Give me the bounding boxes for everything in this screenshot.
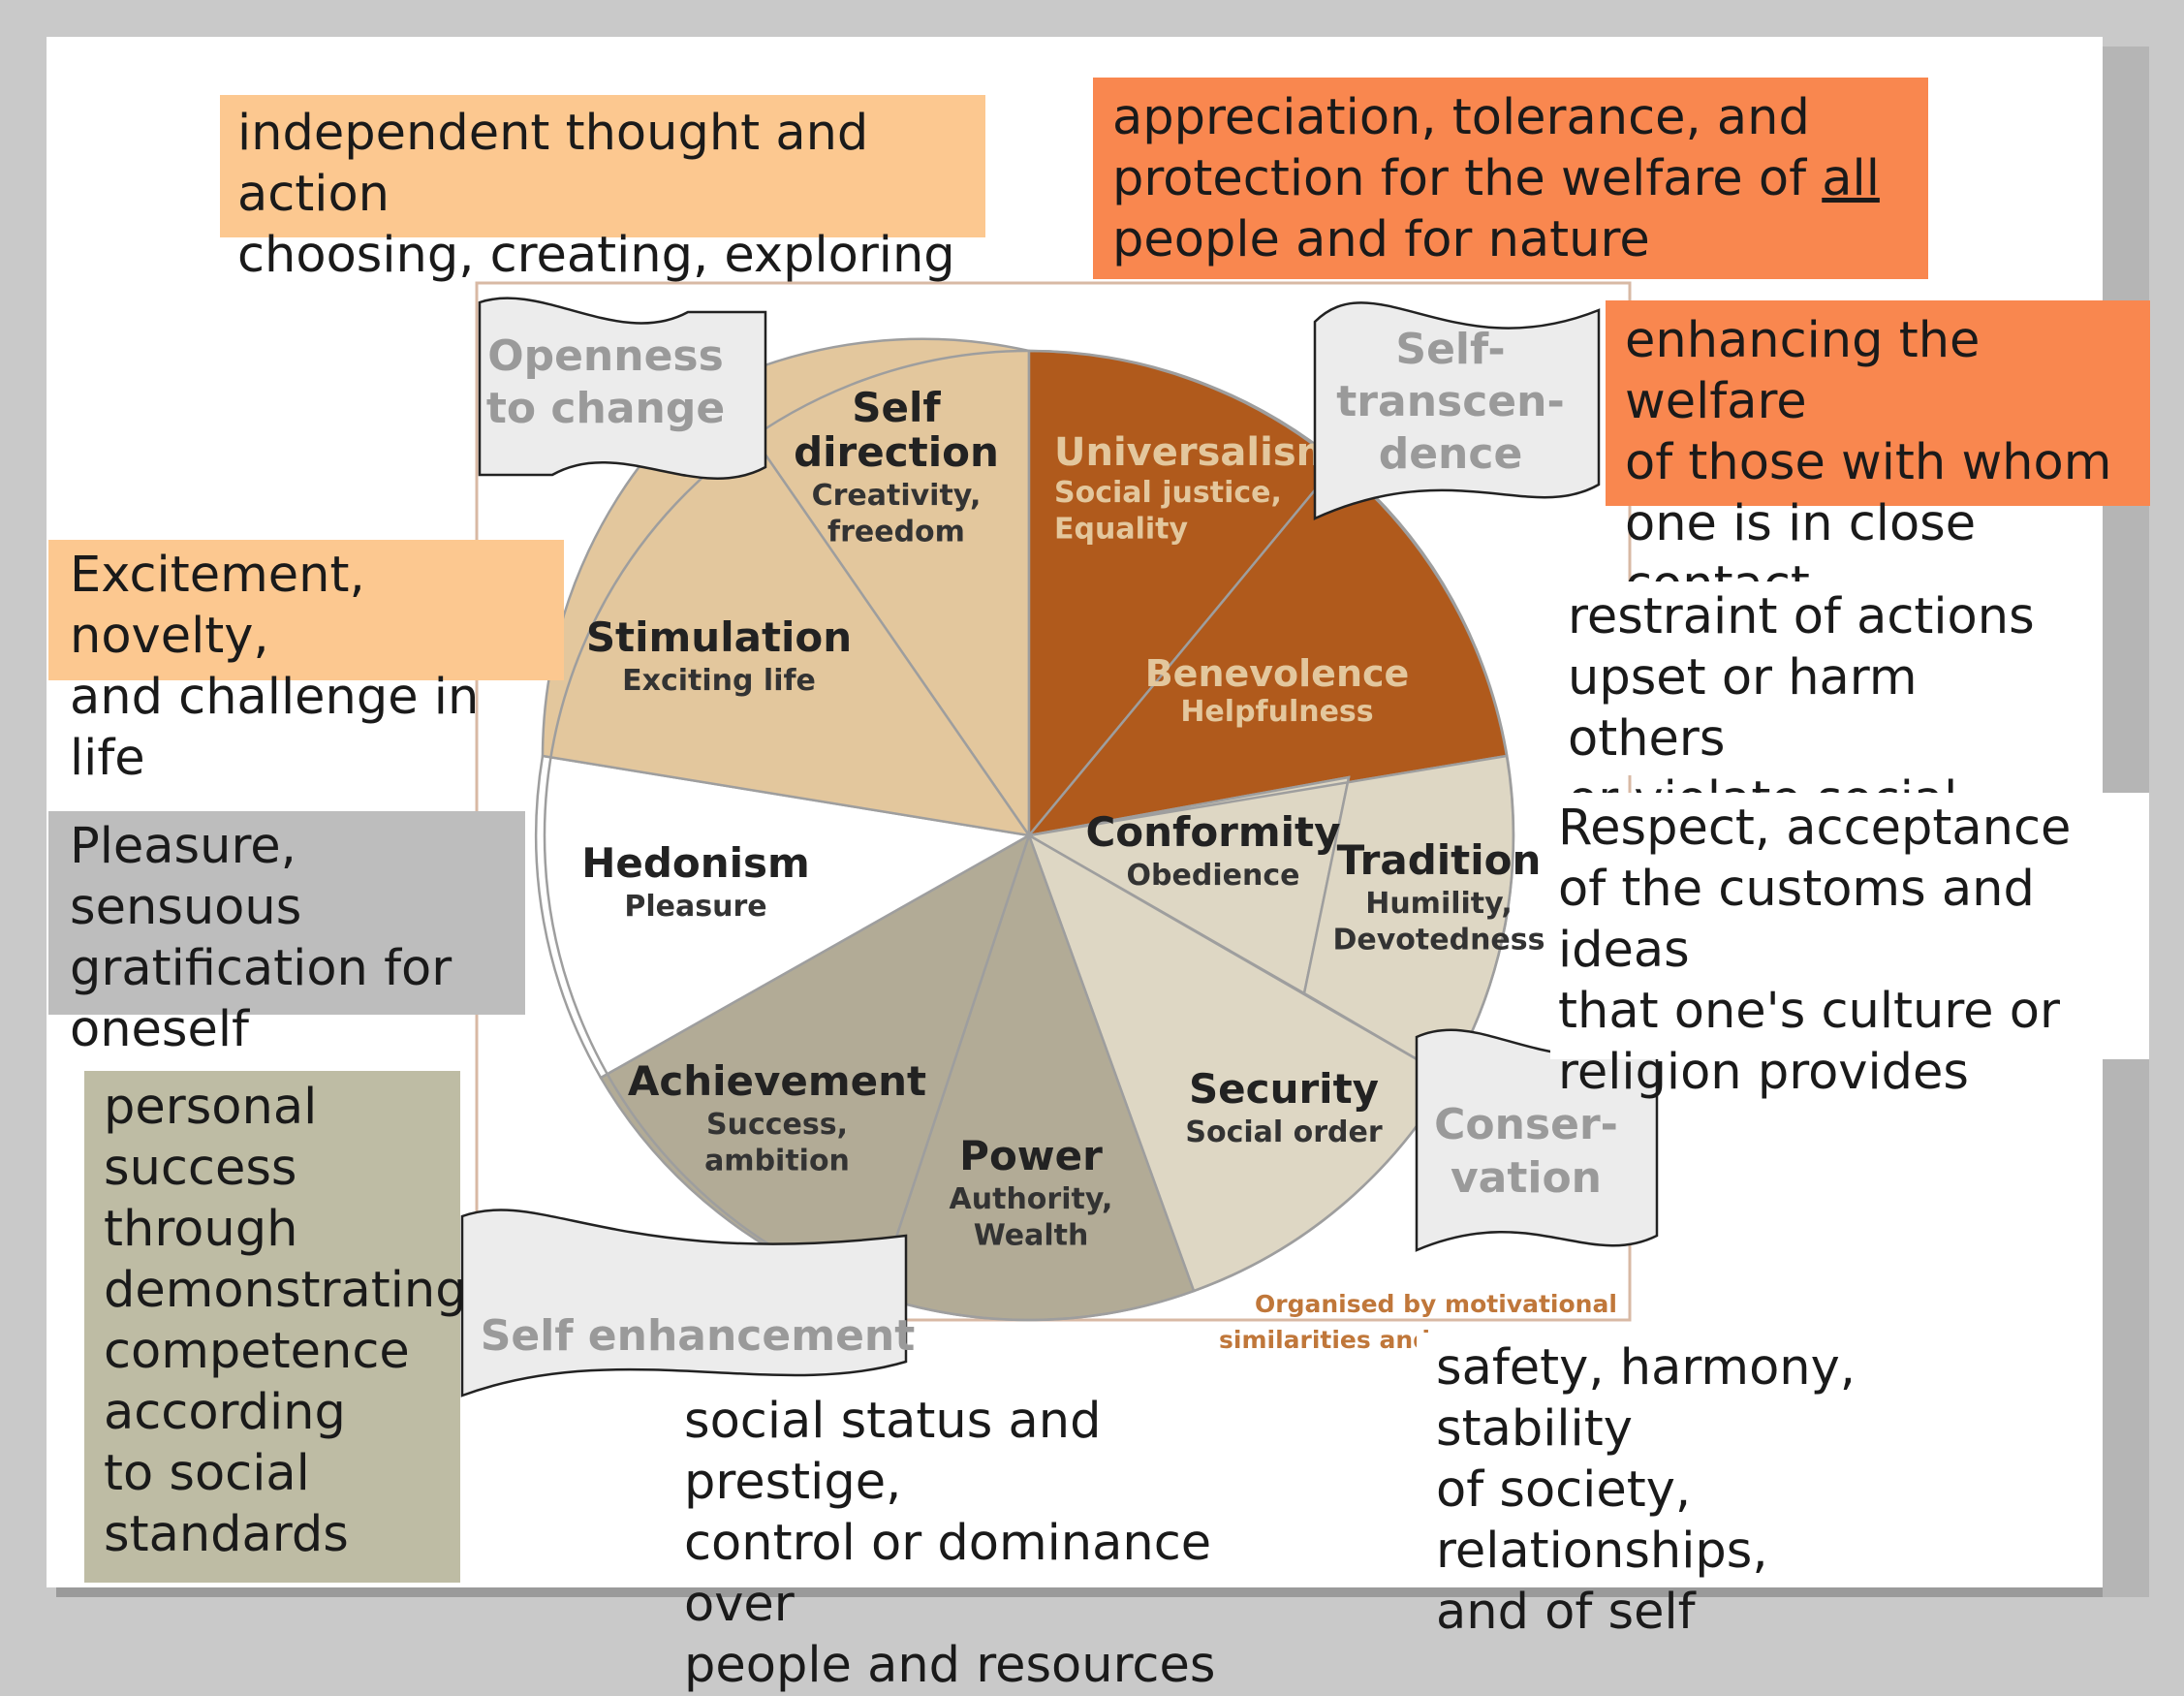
banner-self-transcendence-line: transcen-: [1336, 377, 1564, 426]
wheel-label-power-sub: Wealth: [974, 1218, 1089, 1252]
wheel-label-universalism-sub: Social justice,: [1054, 476, 1282, 510]
wheel-label-hedonism-title: Hedonism: [581, 839, 810, 887]
caption-text: Organised by motivational similarities an…: [1219, 1290, 1617, 1354]
universalism-all-underlined: all: [1822, 150, 1880, 207]
wheel-label-tradition-sub: Devotedness: [1333, 923, 1545, 957]
wheel-label-achievement-sub: ambition: [704, 1144, 850, 1178]
banner-self-enhancement-label: Self enhancement: [481, 1311, 916, 1361]
wheel-label-universalism-sub: Equality: [1054, 513, 1188, 547]
wheel-label-stimulation-title: Stimulation: [586, 613, 852, 661]
banner-openness-line: Openness: [487, 331, 724, 381]
banner-conservation-label: Conser-vation: [1434, 1100, 1618, 1203]
wheel-label-benevolence-title: Benevolence: [1145, 652, 1410, 695]
caption-line: similarities and: [1219, 1326, 1430, 1354]
banner-self-enhancement: [460, 1209, 908, 1398]
wheel-label-stimulation-sub: Exciting life: [622, 664, 816, 698]
wheel-label-conformity-sub: Obedience: [1127, 859, 1300, 893]
description-hedonism: Pleasure, sensuous gratification for one…: [48, 811, 525, 1058]
banner-self-enhancement-line: Self enhancement: [481, 1311, 916, 1361]
banner-conservation-line: vation: [1451, 1153, 1602, 1203]
universalism-text-end: people and for nature: [1112, 211, 1650, 268]
description-security: safety, harmony, stability of society, r…: [1417, 1333, 2056, 1641]
banner-conservation: [1415, 1028, 1659, 1252]
description-tradition: Respect, acceptance of the customs and i…: [1550, 793, 2149, 1101]
wheel-label-self-direction-title: Self: [852, 384, 941, 431]
wheel-label-conformity-title: Conformity: [1085, 808, 1340, 856]
wheel-label-achievement-sub: Success,: [706, 1108, 848, 1142]
banner-self-transcendence-line: dence: [1379, 429, 1523, 479]
wheel-label-achievement-title: Achievement: [628, 1057, 926, 1105]
banner-conservation-line: Conser-: [1434, 1100, 1618, 1149]
banner-self-transcendence-label: Self-transcen-dence: [1336, 325, 1564, 479]
wheel-label-tradition-sub: Humility,: [1365, 887, 1513, 921]
description-universalism: appreciation, tolerance, and protection …: [1093, 78, 1928, 279]
sector-hedonism: [534, 754, 1033, 1080]
wheel-label-security-title: Security: [1189, 1065, 1379, 1113]
description-achievement: personal success through demonstrating c…: [84, 1071, 467, 1583]
banner-openness: [478, 297, 767, 480]
pie-outline: [543, 349, 1515, 1322]
wheel-label-benevolence-sub: Helpfulness: [1180, 695, 1373, 729]
wheel-label-power-sub: Authority,: [950, 1182, 1113, 1216]
banner-openness-line: to change: [486, 384, 725, 433]
description-stimulation: Excitement, novelty, and challenge in li…: [48, 540, 564, 787]
wheel-label-power-title: Power: [959, 1132, 1103, 1179]
caption-line: Organised by motivational: [1255, 1290, 1617, 1318]
wheel-label-self-direction-title: direction: [794, 428, 999, 476]
wheel-label-self-direction-sub: freedom: [827, 516, 965, 550]
universalism-text: appreciation, tolerance, and protection …: [1112, 89, 1810, 207]
wheel-label-self-direction-sub: Creativity,: [812, 479, 982, 513]
wheel-label-universalism-title: Universalism: [1054, 430, 1336, 475]
description-power: social status and prestige, control or d…: [684, 1393, 1216, 1694]
wheel-label-hedonism-sub: Pleasure: [624, 890, 766, 924]
banner-self-transcendence-line: Self-: [1395, 325, 1505, 374]
description-benevolence: enhancing the welfare of those with whom…: [1606, 300, 2150, 613]
wheel-label-tradition-title: Tradition: [1337, 836, 1542, 884]
wheel-label-security-sub: Social order: [1185, 1115, 1382, 1149]
description-conformity: restraint of actions upset or harm other…: [1550, 581, 2074, 890]
banner-self-transcendence: [1313, 301, 1601, 520]
description-self-direction: independent thought and action choosing,…: [220, 95, 985, 284]
